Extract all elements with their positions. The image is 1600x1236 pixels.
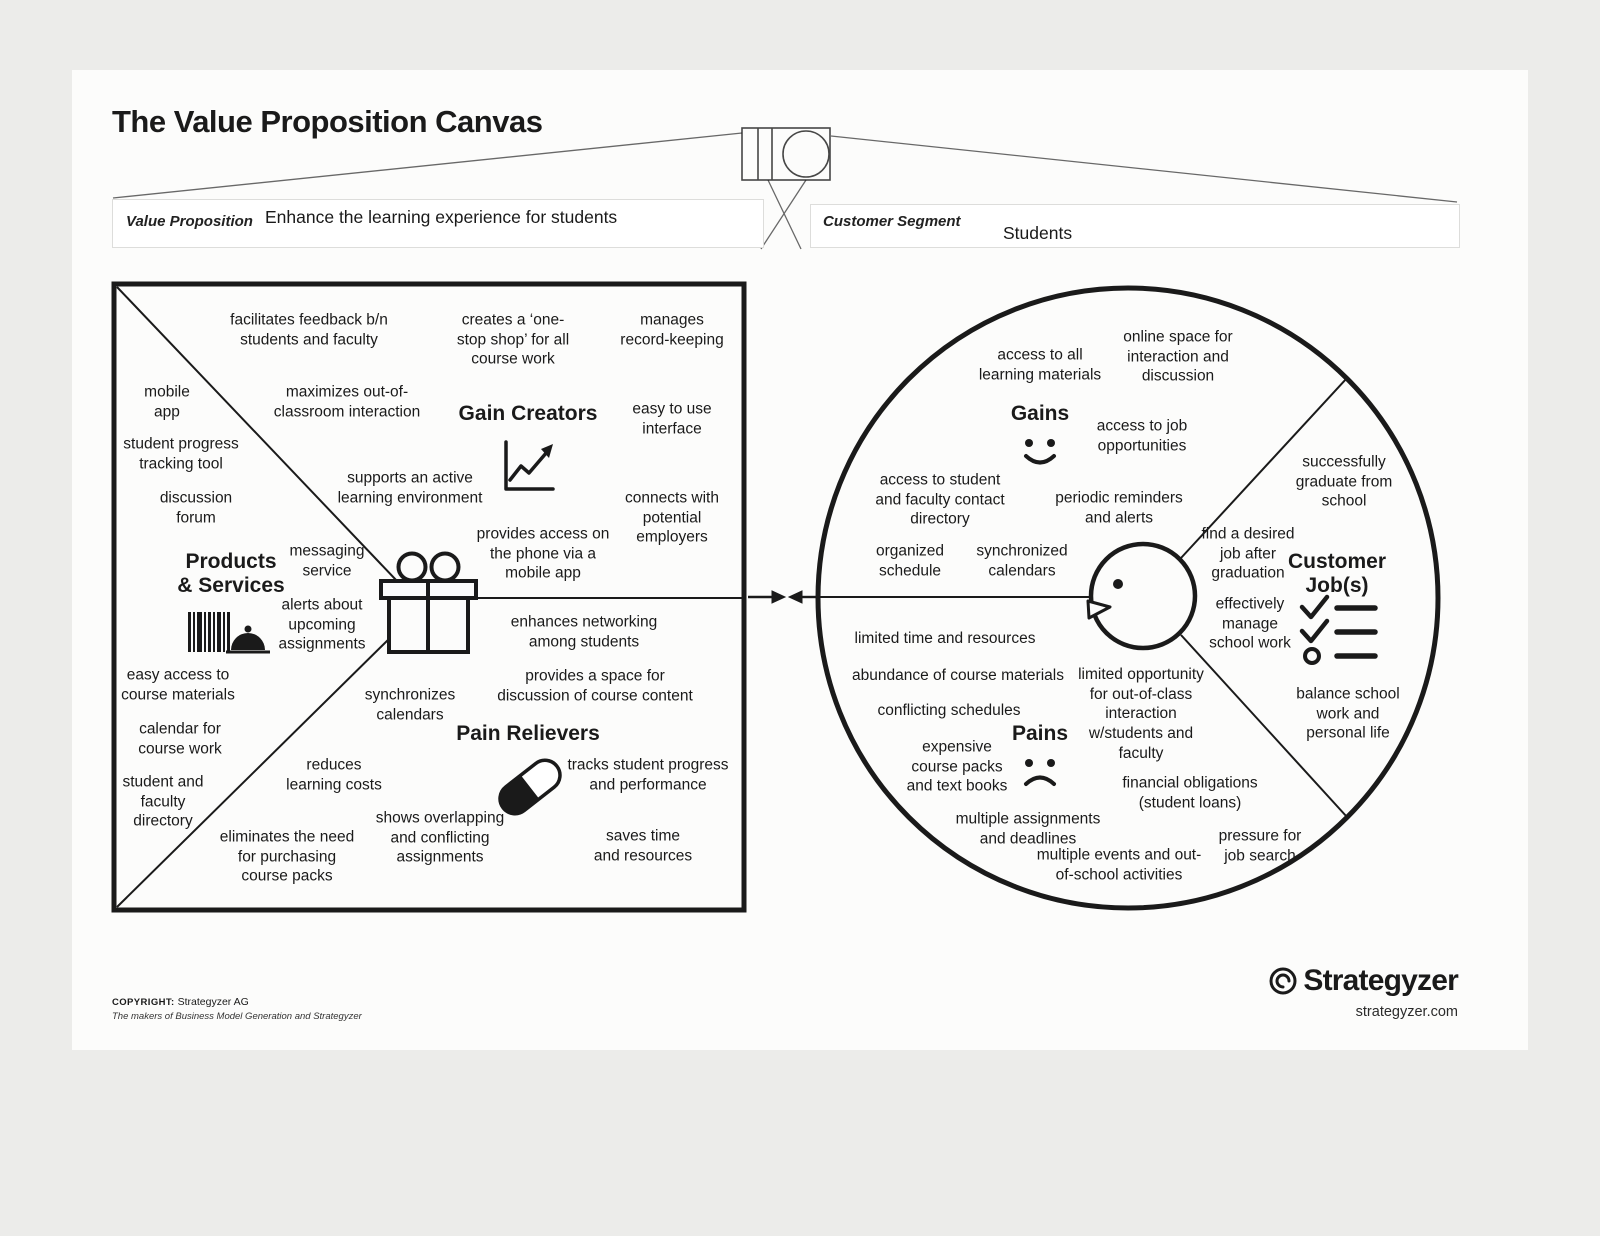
gain-item: synchronized calendars: [976, 542, 1068, 579]
page-title: The Value Proposition Canvas: [112, 104, 543, 139]
product-service-item: alerts about upcoming assignments: [278, 596, 366, 653]
gain-item: organized schedule: [875, 542, 945, 579]
pain-reliever-item: saves time and resources: [593, 827, 693, 864]
checklist-icon: [1299, 594, 1378, 665]
copyright-line: COPYRIGHT:Strategyzer AG: [112, 996, 249, 1008]
gain-creator-item: connects with potential employers: [625, 489, 719, 546]
pain-item: limited time and resources: [854, 630, 1036, 648]
pain-reliever-item: provides a space for discussion of cours…: [497, 667, 693, 704]
gain-creator-item: provides access on the phone via a mobil…: [476, 525, 610, 582]
gain-creator-item: creates a ‘one- stop shop’ for all cours…: [456, 311, 570, 368]
value-proposition-field: Value Proposition Enhance the learning e…: [112, 199, 764, 248]
gain-creator-item: facilitates feedback b/n students and fa…: [230, 311, 388, 348]
customer-job-item: find a desired job after graduation: [1201, 525, 1295, 582]
brand-logo: Strategyzer: [1268, 964, 1459, 998]
gain-creator-item: easy to use interface: [632, 400, 712, 437]
pain-relievers-heading: Pain Relievers: [456, 721, 600, 745]
barcode-icon: [188, 612, 230, 652]
customer-job-item: effectively manage school work: [1209, 595, 1291, 652]
gain-item: online space for interaction and discuss…: [1123, 328, 1233, 385]
gain-item: access to job opportunities: [1096, 417, 1188, 454]
value-proposition-label: Value Proposition: [126, 213, 253, 230]
pain-item: multiple assignments and deadlines: [955, 810, 1101, 847]
customer-segment-label: Customer Segment: [823, 213, 961, 230]
gain-creator-item: supports an active learning environment: [337, 469, 483, 506]
strategyzer-mark-icon: [1269, 967, 1297, 995]
gain-creators-heading: Gain Creators: [458, 401, 598, 425]
pain-item: abundance of course materials: [852, 667, 1064, 685]
mini-canvas-icon: [741, 127, 831, 181]
customer-segment-value: Students: [1003, 223, 1073, 243]
pain-reliever-item: reduces learning costs: [286, 756, 382, 793]
gain-item: access to all learning materials: [978, 346, 1102, 383]
copyright-label: COPYRIGHT:: [112, 997, 175, 1008]
copyright-name: Strategyzer AG: [177, 996, 249, 1008]
gift-icon: [379, 551, 478, 654]
gain-creator-item: maximizes out-of- classroom interaction: [273, 383, 421, 420]
smiley-icon: [1024, 439, 1056, 465]
copyright-tagline: The makers of Business Model Generation …: [112, 1011, 362, 1022]
exchange-arrows-icon: [748, 590, 817, 604]
value-proposition-value: Enhance the learning experience for stud…: [265, 207, 618, 227]
pain-item: pressure for job search: [1218, 827, 1302, 864]
product-service-item: calendar for course work: [138, 720, 222, 757]
pain-item: limited opportunity for out-of-class int…: [1078, 665, 1204, 762]
customer-job-item: balance school work and personal life: [1296, 685, 1400, 742]
pain-item: expensive course packs and text books: [906, 738, 1008, 795]
cloche-icon: [226, 625, 270, 654]
brand-website: strategyzer.com: [1355, 1004, 1458, 1020]
product-service-item: student progress tracking tool: [123, 435, 239, 472]
customer-jobs-heading: Customer Job(s): [1287, 549, 1387, 597]
customer-profile-circle: [815, 285, 1441, 911]
value-map-square: [111, 281, 747, 913]
pain-reliever-item: shows overlapping and conflicting assign…: [375, 809, 505, 866]
product-service-item: easy access to course materials: [121, 666, 235, 703]
pain-item: conflicting schedules: [877, 702, 1021, 720]
pain-reliever-item: tracks student progress and performance: [567, 756, 729, 793]
customer-job-item: successfully graduate from school: [1295, 453, 1393, 510]
connector-lines: [112, 132, 1458, 250]
pain-item: financial obligations (student loans): [1122, 774, 1258, 811]
gain-creator-item: manages record-keeping: [620, 311, 724, 348]
gain-item: access to student and faculty contact di…: [875, 471, 1005, 528]
pain-reliever-item: synchronizes calendars: [364, 686, 456, 723]
brand-name: Strategyzer: [1303, 964, 1458, 997]
pain-reliever-item: eliminates the need for purchasing cours…: [219, 828, 355, 885]
product-service-item: discussion forum: [159, 489, 233, 526]
product-service-item: messaging service: [289, 542, 365, 579]
gains-heading: Gains: [1010, 401, 1070, 425]
pains-heading: Pains: [1011, 721, 1069, 745]
pill-icon: [498, 758, 562, 816]
customer-segment-field: Customer Segment Students: [810, 204, 1460, 248]
head-profile-icon: [1086, 541, 1198, 651]
gain-creator-item: enhances networking among students: [510, 613, 658, 650]
pain-item: multiple events and out- of-school activ…: [1036, 846, 1202, 883]
products-services-heading: Products & Services: [177, 549, 285, 597]
product-service-item: mobile app: [144, 383, 190, 420]
gain-item: periodic reminders and alerts: [1055, 489, 1183, 526]
frown-icon: [1024, 759, 1056, 786]
line-chart-icon: [504, 440, 555, 491]
product-service-item: student and faculty directory: [122, 773, 204, 830]
